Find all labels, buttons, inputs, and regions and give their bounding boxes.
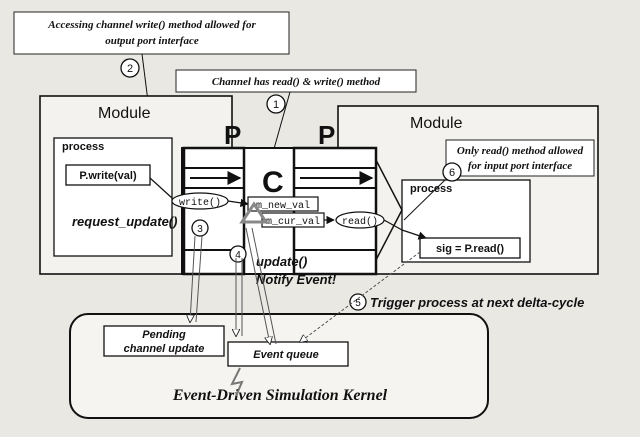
left-process-label: process (62, 141, 104, 153)
callout-channel-methods: Channel has read() & write() method (175, 69, 417, 93)
right-module-title: Module (410, 115, 463, 132)
write-method-label: write() (179, 197, 221, 209)
kernel-flow-arrows (190, 227, 421, 344)
callout-read-allowed: Only read() method allowed for input por… (445, 139, 595, 177)
update-cycle-icon (239, 201, 269, 224)
lightning-icon (230, 367, 244, 397)
callout-read-line1: Only read() method allowed (457, 145, 584, 157)
callout-write-line1: Accessing channel write() method allowed… (47, 19, 256, 31)
request-update-label: request_update() (72, 214, 177, 229)
read-call-label: sig = P.read() (436, 243, 504, 255)
event-queue-label: Event queue (253, 349, 318, 361)
svg-text:4: 4 (235, 250, 241, 261)
callout-read-pointer (403, 179, 446, 221)
pending-line1: Pending (142, 329, 186, 341)
step-5-badge: 5 (349, 293, 367, 311)
svg-text:2: 2 (127, 63, 133, 75)
simulation-kernel: Pending channel update Event queue Event… (69, 313, 489, 419)
new-val-label: m_new_val (256, 200, 310, 212)
channel-label: C (262, 166, 284, 199)
cur-val-label: m_cur_val (266, 216, 320, 228)
svg-text:6: 6 (449, 167, 455, 179)
read-method-label: read() (342, 216, 378, 228)
svg-text:1: 1 (273, 99, 279, 111)
right-port-label: P (318, 120, 335, 150)
callout-channel-text: Channel has read() & write() method (212, 76, 381, 88)
callout-write-line2: output port interface (105, 35, 199, 47)
step-2-badge: 2 (120, 58, 140, 78)
callout-read-line2: for input port interface (468, 160, 572, 172)
step-3-badge: 3 (191, 219, 209, 237)
notify-event-label: Notify Event! (256, 272, 337, 287)
step-1-badge: 1 (266, 94, 286, 114)
left-port-label: P (224, 120, 241, 150)
trigger-label: Trigger process at next delta-cycle (370, 295, 584, 310)
right-process-label: process (410, 183, 452, 195)
svg-text:3: 3 (197, 224, 203, 235)
left-module-title: Module (98, 105, 151, 122)
write-call-label: P.write(val) (79, 170, 137, 182)
update-label: update() (256, 254, 307, 269)
step-4-badge: 4 (229, 245, 247, 263)
step-6-badge: 6 (442, 162, 462, 182)
kernel-title: Event-Driven Simulation Kernel (172, 387, 388, 404)
new-val-box (247, 196, 319, 212)
pending-line2: channel update (124, 343, 205, 355)
svg-text:5: 5 (355, 298, 361, 309)
right-module: Module process sig = P.read() (337, 105, 599, 275)
callout-write-allowed: Accessing channel write() method allowed… (13, 11, 290, 55)
